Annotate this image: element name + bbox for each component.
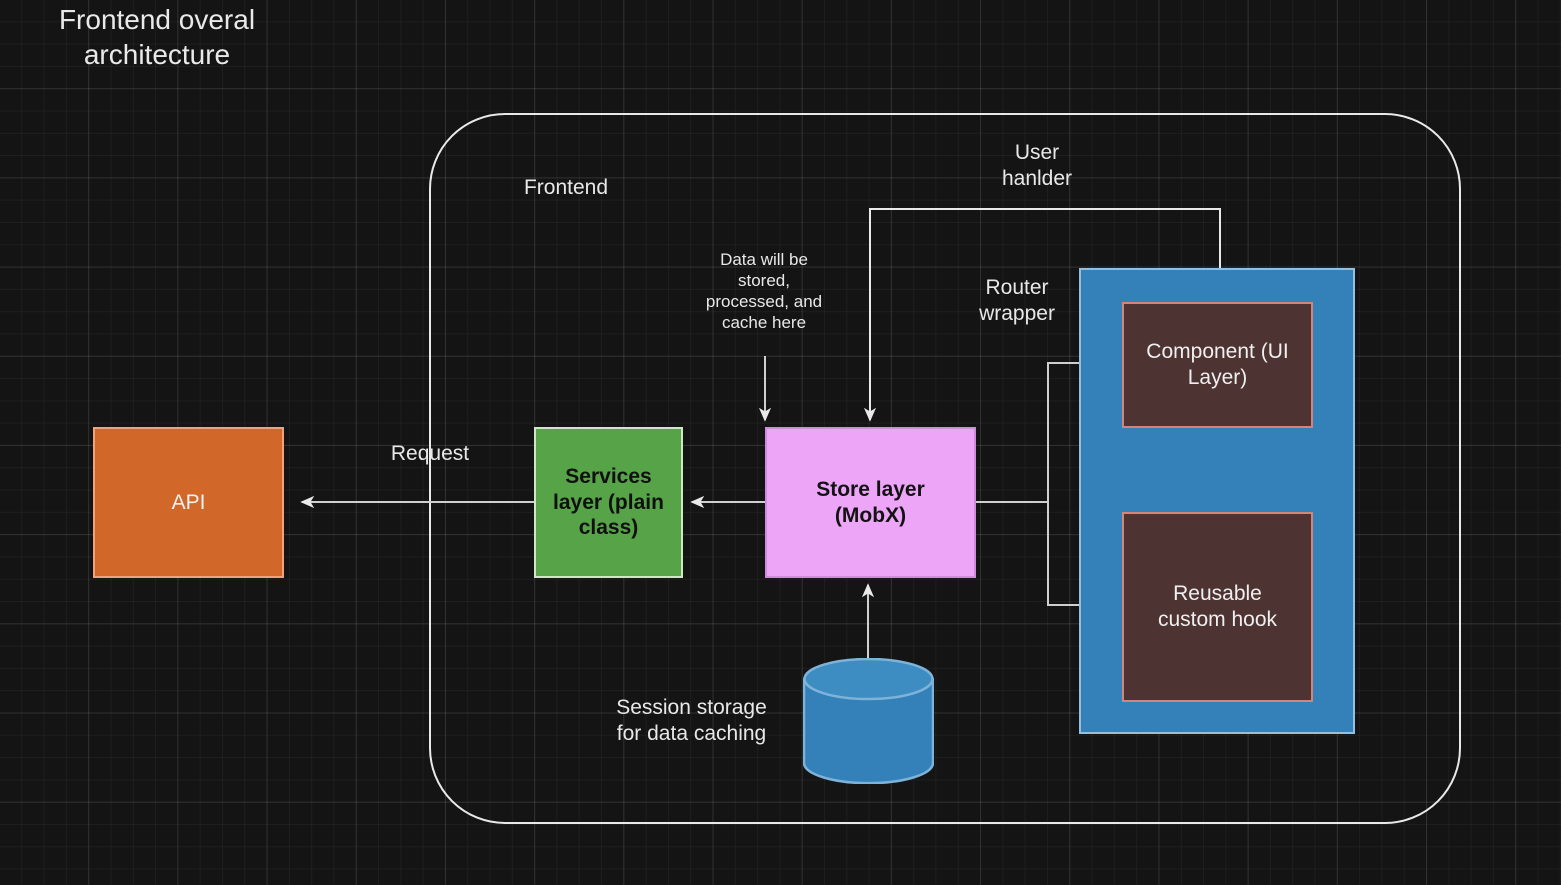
hook-line-1: Reusable [1173, 582, 1262, 606]
annotation-data-note: Data will be stored, processed, and cach… [685, 249, 843, 333]
node-session-storage-label: Session storage for data caching [588, 695, 795, 747]
node-hook-label: Reusable custom hook [1158, 581, 1277, 632]
user-handler-line-2: hanlder [1001, 167, 1073, 191]
title-line-2: architecture [83, 38, 231, 70]
hook-line-2: custom hook [1157, 608, 1278, 631]
page-title: Frontend overal architecture [33, 3, 281, 72]
data-note-line-4: cache here [721, 313, 807, 333]
store-line-2: (MobX) [834, 503, 907, 527]
node-router-wrapper-label: Router wrapper [942, 275, 1092, 327]
node-api[interactable]: API [93, 427, 284, 578]
router-wrapper-line-2: wrapper [979, 302, 1055, 326]
data-note-line-2: stored, [738, 271, 790, 291]
services-line-2: layer (plain [553, 490, 664, 514]
node-reusable-custom-hook[interactable]: Reusable custom hook [1122, 512, 1313, 702]
component-line-2: Layer) [1187, 366, 1248, 389]
edge-label-user-handler: User hanlder [947, 140, 1127, 192]
node-store-layer[interactable]: Store layer (MobX) [765, 427, 976, 578]
title-line-1: Frontend overal [58, 4, 256, 35]
frontend-container-label: Frontend [523, 176, 609, 199]
router-wrapper-line-1: Router [985, 276, 1049, 299]
frontend-boundary-container[interactable] [429, 113, 1461, 824]
node-services-layer[interactable]: Services layer (plain class) [534, 427, 683, 578]
component-line-1: Component (UI [1146, 340, 1289, 364]
services-line-3: class) [578, 516, 639, 540]
node-component-ui-layer[interactable]: Component (UI Layer) [1122, 302, 1313, 428]
node-api-label: API [171, 490, 206, 514]
database-cylinder-icon[interactable] [803, 658, 934, 784]
node-component-label: Component (UI Layer) [1146, 339, 1288, 390]
store-line-1: Store layer [816, 477, 925, 501]
session-line-2: for data caching [616, 722, 767, 746]
data-note-line-1: Data will be [720, 250, 808, 269]
node-services-label: Services layer (plain class) [553, 464, 664, 541]
edge-label-request: Request [390, 442, 470, 465]
session-line-1: Session storage [616, 696, 767, 719]
node-store-label: Store layer (MobX) [816, 477, 925, 528]
user-handler-line-1: User [1014, 141, 1060, 164]
services-line-1: Services [565, 465, 652, 489]
data-note-line-3: processed, and [705, 292, 823, 312]
